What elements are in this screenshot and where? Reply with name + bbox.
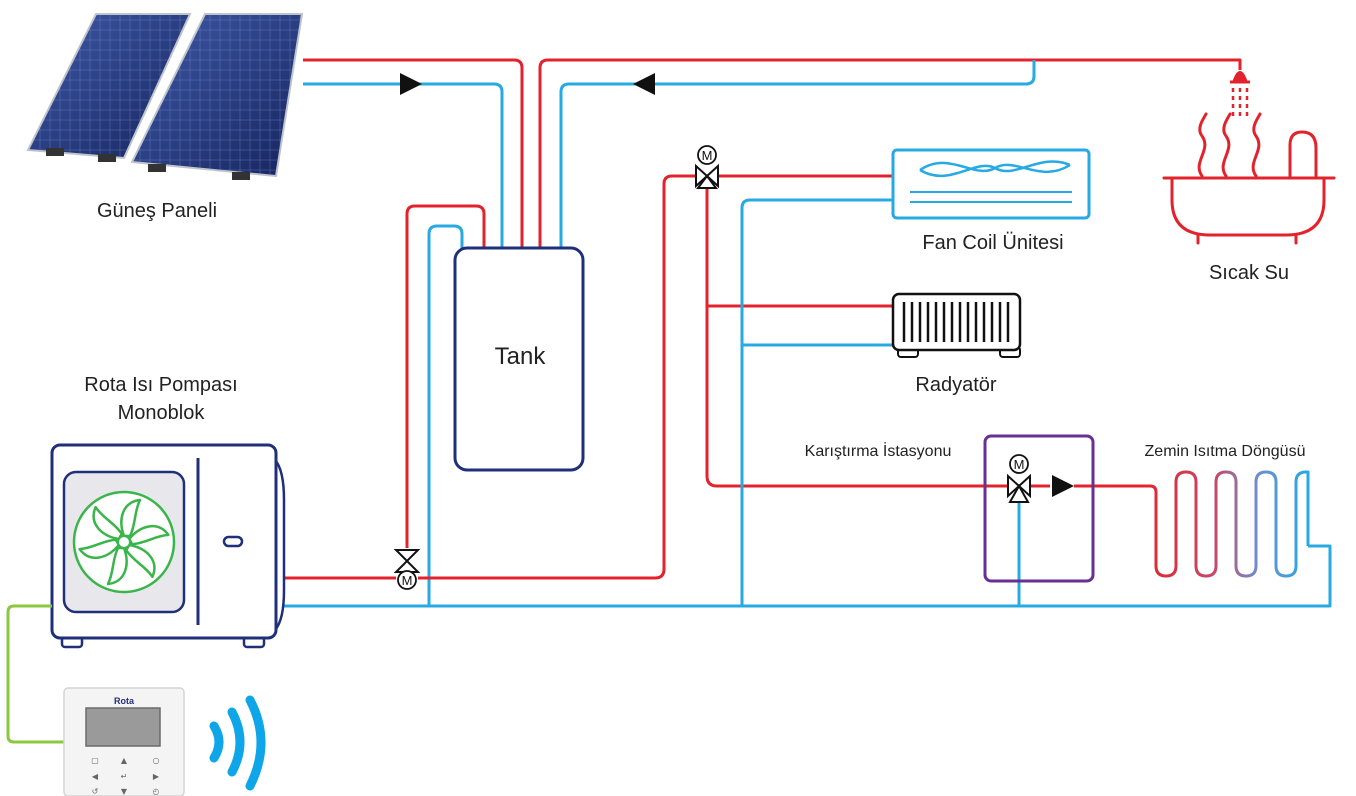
svg-text:↵: ↵: [121, 772, 128, 781]
flow-arrow-icon: [400, 73, 422, 95]
valve-motor-label: M: [402, 573, 413, 588]
solar-panel-label: Güneş Paneli: [97, 200, 217, 222]
svg-text:▶: ▶: [153, 772, 160, 781]
heat-pump-label-line1: Rota Isı Pompası: [84, 374, 237, 396]
controller-brand: Rota: [114, 696, 135, 706]
floor-heating-label: Zemin Isıtma Döngüsü: [1145, 443, 1306, 460]
main-return-pipe: [276, 544, 1332, 608]
cold-water-return-pipe: [559, 60, 1036, 248]
tank-coil-hot-pipe: [405, 204, 486, 548]
svg-text:▲: ▲: [121, 756, 128, 765]
radiator-icon: [891, 292, 1022, 358]
radiator-label: Radyatör: [915, 374, 996, 396]
svg-text:↺: ↺: [92, 787, 99, 796]
floor-heating-loop: [1142, 470, 1310, 578]
valve-motor-label: M: [1014, 457, 1025, 472]
heating-distribution-pipe: [705, 188, 1008, 488]
fan-coil-return-pipe: [740, 198, 893, 606]
fan-coil-icon: [891, 148, 1091, 220]
bathtub-icon: [1162, 112, 1336, 245]
heat-pump-label-line2: Monoblok: [118, 402, 206, 424]
hot-water-supply-pipe: [538, 58, 1242, 248]
flow-arrow-icon: [633, 73, 655, 95]
tank-coil-cold-pipe: [427, 224, 464, 606]
tank-label: Tank: [495, 343, 547, 370]
solar-cold-pipe: [303, 82, 504, 248]
heating-supply-pipe: [276, 174, 696, 580]
valve-motor-label: M: [702, 148, 713, 163]
shower-icon: [1230, 71, 1250, 120]
motorized-valve-icon: M: [1007, 454, 1031, 503]
heat-pump-icon: [50, 443, 286, 649]
wifi-icon: [209, 695, 266, 791]
solar-panel-icon: [26, 13, 304, 180]
mixing-station-box: [983, 434, 1095, 583]
svg-text:○: ○: [153, 756, 160, 765]
motorized-valve-icon: M: [695, 145, 719, 189]
mixing-station-label: Karıştırma İstasyonu: [805, 441, 952, 460]
svg-text:▼: ▼: [121, 787, 128, 796]
tank: Tank: [453, 246, 585, 472]
svg-text:▢: ▢: [91, 756, 99, 765]
controller-icon: Rota ▢ ▲ ○ ◀ ↵ ▶ ↺ ▼ ◴: [63, 687, 185, 796]
hot-water-label: Sıcak Su: [1209, 262, 1289, 284]
control-cable: [6, 604, 64, 744]
svg-text:◀: ◀: [92, 772, 99, 781]
fan-coil-label: Fan Coil Ünitesi: [922, 232, 1063, 254]
flow-arrow-icon: [1052, 475, 1074, 497]
fan-icon: [72, 490, 176, 594]
motorized-valve-icon: M: [393, 549, 421, 590]
svg-text:◴: ◴: [153, 787, 160, 796]
solar-hot-pipe: [303, 58, 524, 248]
